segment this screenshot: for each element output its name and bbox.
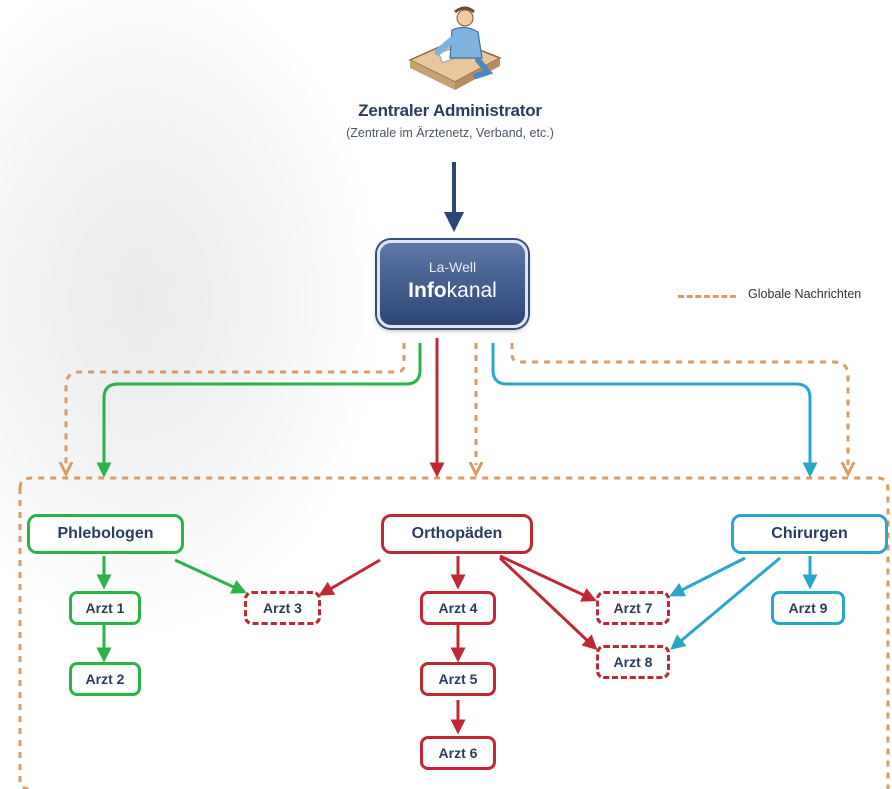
administrator-icon [408,6,502,90]
legend-dashed-line [678,295,736,298]
doctor-arzt-5: Arzt 5 [420,662,496,696]
doctor-arzt-8: Arzt 8 [596,645,670,679]
doctor-arzt-3: Arzt 3 [244,591,321,625]
hub-title-rest: kanal [446,279,497,302]
doctor-arzt-7: Arzt 7 [596,591,670,625]
infokanal-hub: La-Well Infokanal [377,240,528,328]
admin-title: Zentraler Administrator [358,101,542,120]
group-orthopaeden: Orthopäden [381,514,533,554]
hub-title: Infokanal [380,279,525,303]
group-chirurgen: Chirurgen [731,514,888,554]
doctor-arzt-1: Arzt 1 [69,591,141,625]
hub-brand: La-Well [428,259,477,275]
global-news-lines [18,343,890,789]
doctor-arzt-4: Arzt 4 [420,591,496,625]
orthopaeden-links [318,338,598,735]
doctor-arzt-9: Arzt 9 [771,591,845,625]
doctor-arzt-6: Arzt 6 [420,736,496,770]
chirurgen-links [491,343,818,650]
phlebologen-links [96,343,422,663]
doctor-arzt-2: Arzt 2 [69,662,141,696]
group-phlebologen: Phlebologen [27,514,184,554]
legend-label: Globale Nachrichten [748,287,862,301]
hub-title-bold: Info [408,279,447,302]
admin-subtitle: (Zentrale im Ärztenetz, Verband, etc.) [346,126,554,140]
